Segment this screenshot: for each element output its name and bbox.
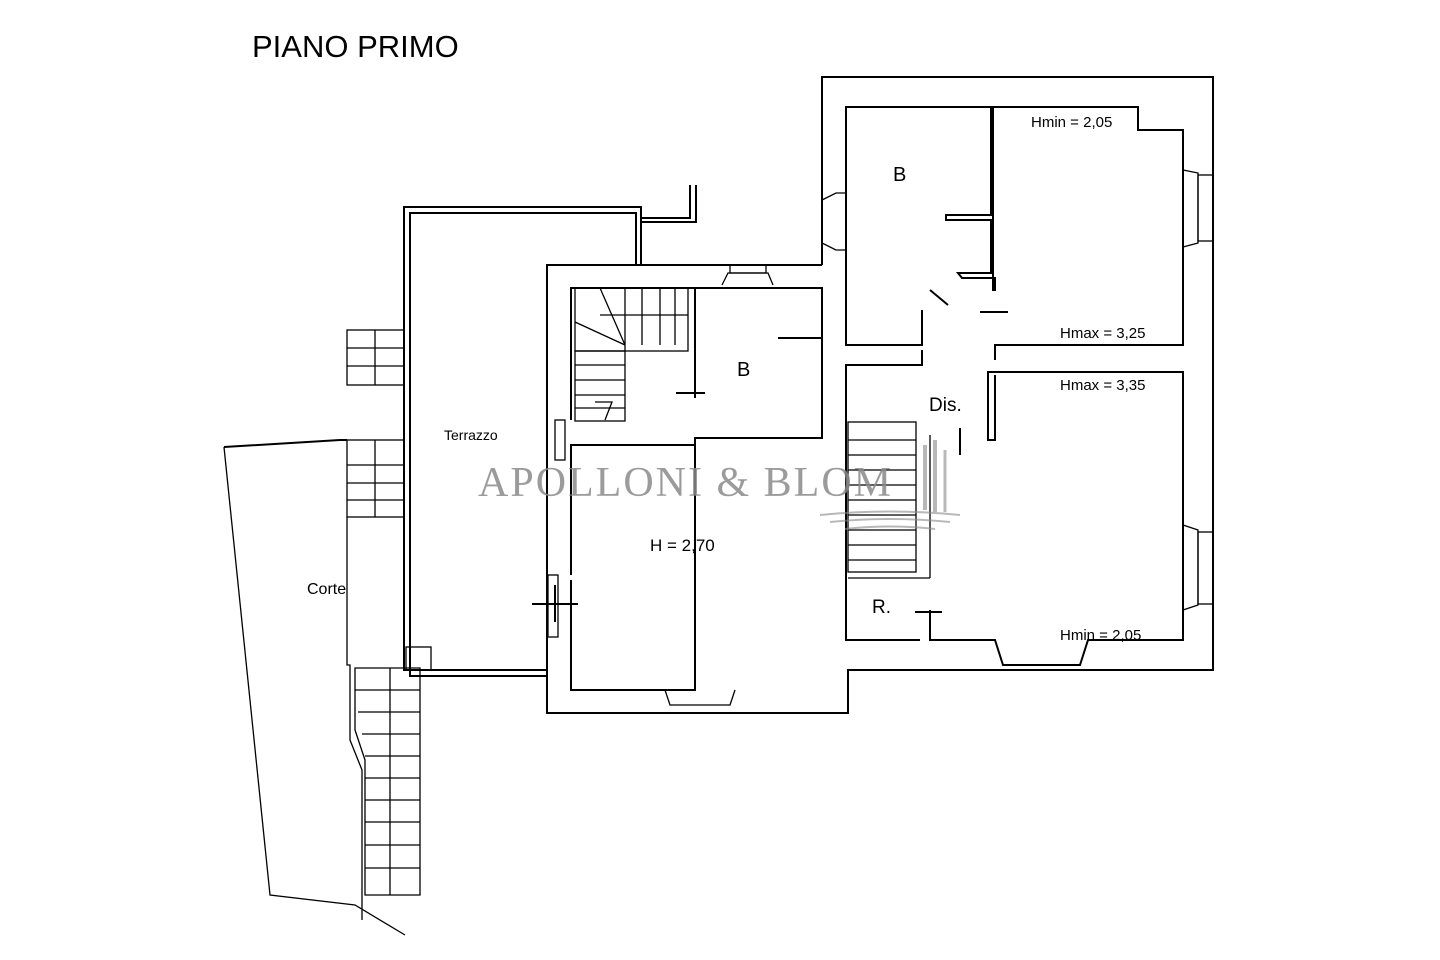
label-living-height: H = 2,70	[650, 536, 715, 555]
right-block-walls	[546, 76, 1214, 714]
watermark-logo-icon	[819, 440, 961, 530]
label-disimpegno: Dis.	[929, 395, 962, 416]
label-terrazzo: Terrazzo	[444, 427, 498, 443]
label-bedroom1-hmax: Hmax = 3,25	[1060, 325, 1145, 342]
plan-title: PIANO PRIMO	[252, 29, 459, 64]
label-bedroom2-hmin: Hmin = 2,05	[1060, 627, 1141, 644]
courtyard-outline	[223, 439, 421, 936]
center-block-walls	[532, 264, 931, 706]
terrace-walls	[346, 185, 697, 677]
label-ripostiglio: R.	[872, 597, 891, 618]
label-bedroom1-hmin: Hmin = 2,05	[1031, 114, 1112, 131]
watermark-text: APOLLONI & BLOM	[478, 460, 893, 506]
label-corte: Corte	[307, 581, 346, 598]
label-bath-center: B	[737, 359, 750, 381]
label-bath-upper: B	[893, 164, 906, 186]
label-bedroom2-hmax: Hmax = 3,35	[1060, 377, 1145, 394]
